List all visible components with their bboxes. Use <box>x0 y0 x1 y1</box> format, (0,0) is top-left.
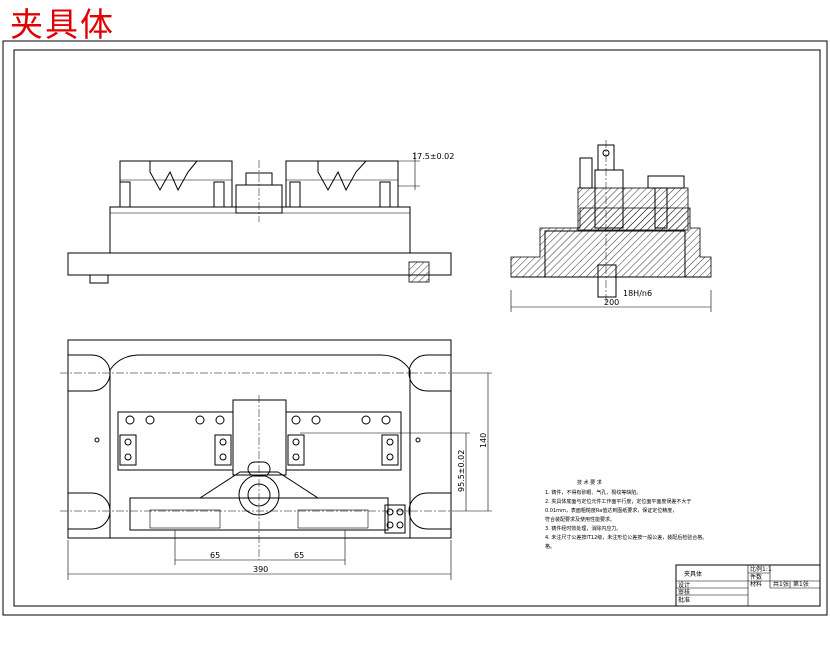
title-block <box>675 564 821 607</box>
title-block-sheet-total: 共1张 <box>773 580 789 588</box>
side-section-view <box>510 140 712 312</box>
title-block-scale-label: 比例 <box>750 565 762 573</box>
dim-side-width: 200 <box>604 298 619 307</box>
tech-note-line: 符合装配要求及使用性能要求。 <box>545 516 615 523</box>
outer-frame <box>2 40 828 616</box>
tech-note-line: 3. 铸件经时效处理，消除内应力。 <box>545 525 621 532</box>
tech-note-line: 格。 <box>545 543 555 550</box>
plan-view <box>60 339 460 560</box>
title-block-approved: 批准 <box>678 596 690 604</box>
title-block-name: 夹具体 <box>684 570 702 578</box>
tech-note-line: 2. 夹具体底面与定位元件工作面平行度，定位面平面度误差不大于 <box>545 498 691 505</box>
tech-note-line: 0.01mm，表面粗糙度Ra值达到图纸要求，保证定位精度， <box>545 507 677 514</box>
dim-half-right: 65 <box>294 551 304 560</box>
title-block-drawn: 设计 <box>678 581 690 589</box>
tech-notes: 技 术 要 求 1. 铸件，不得有砂眼、气孔、裂纹等缺陷。 2. 夹具体底面与定… <box>545 479 707 550</box>
title-block-checked: 审核 <box>678 588 690 596</box>
plan-dimensions <box>67 372 492 580</box>
front-view <box>67 152 452 284</box>
dim-height-95: 95.5±0.02 <box>457 450 466 492</box>
dim-fit: 18H/n6 <box>623 289 652 298</box>
title-block-scale: 1:1 <box>762 566 772 573</box>
title-block-sheet-no: 第1张 <box>793 580 809 588</box>
dim-overall-width: 390 <box>253 565 268 574</box>
title-block-material: 材料 <box>750 580 762 588</box>
dim-tolerance-top: 17.5±0.02 <box>412 152 454 161</box>
inner-frame <box>13 49 821 607</box>
tech-note-line: 1. 铸件，不得有砂眼、气孔、裂纹等缺陷。 <box>545 489 641 496</box>
title-block-qty: 件数 <box>750 573 762 581</box>
tech-note-line: 4. 未注尺寸公差按IT12级，未注形位公差按一般公差，装配后检验合格。 <box>545 534 707 541</box>
drawing-title: 夹具体 <box>10 5 115 44</box>
dim-height-140: 140 <box>479 433 488 448</box>
dim-half-left: 65 <box>210 551 220 560</box>
tech-notes-heading: 技 术 要 求 <box>577 479 602 486</box>
